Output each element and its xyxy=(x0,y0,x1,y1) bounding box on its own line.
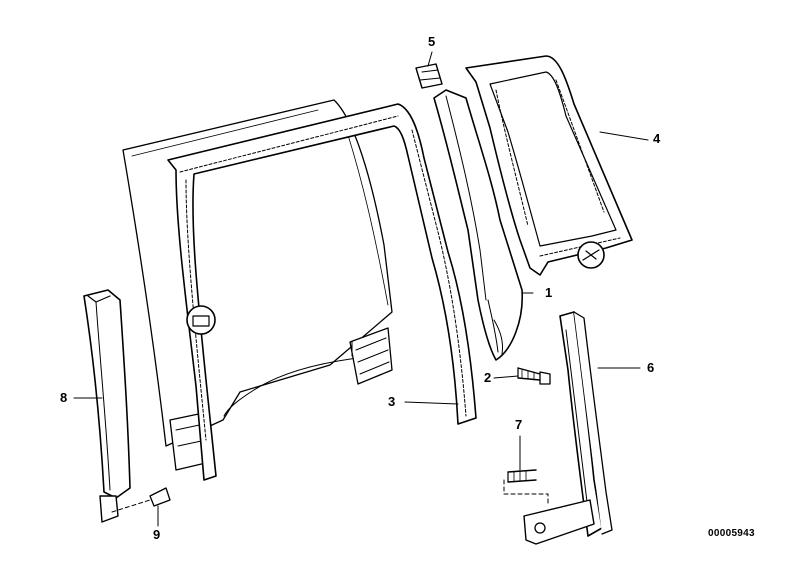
callout-2: 2 xyxy=(484,370,492,385)
retaining-clip xyxy=(415,63,443,89)
leader-line-3 xyxy=(404,401,459,405)
callout-1: 1 xyxy=(545,285,553,300)
catalog-number: 00005943 xyxy=(708,528,755,539)
leader-line-2 xyxy=(493,375,519,379)
callout-9: 9 xyxy=(153,527,161,542)
callout-5: 5 xyxy=(428,34,436,49)
rear-window-guide xyxy=(523,311,613,545)
quarter-window-assembly xyxy=(465,55,633,276)
callout-4: 4 xyxy=(653,131,661,146)
callout-7: 7 xyxy=(515,417,523,432)
hex-bolt-7 xyxy=(503,469,549,507)
leader-lines xyxy=(73,51,649,527)
window-channel-seal xyxy=(167,103,477,481)
callout-6: 6 xyxy=(647,360,655,375)
window-guide-rail xyxy=(433,89,523,361)
callout-3: 3 xyxy=(388,394,396,409)
callout-8: 8 xyxy=(60,390,68,405)
glass-lift-bracket xyxy=(349,327,393,385)
leader-line-5 xyxy=(427,51,433,67)
screw-9 xyxy=(111,487,171,513)
leader-line-4 xyxy=(599,131,649,141)
hex-bolt-2 xyxy=(517,367,551,385)
front-window-guide xyxy=(83,289,131,523)
